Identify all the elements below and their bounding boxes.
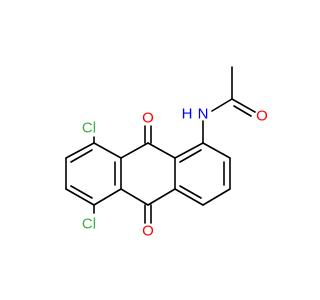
bond-right-ring-3 xyxy=(202,188,231,206)
chlorine-top-label: Cl xyxy=(82,120,96,137)
bond-middle-ring-bottom-right xyxy=(147,188,176,206)
bond-carbonyl-oxygen xyxy=(231,98,256,113)
bond-left-ring-5 xyxy=(65,188,95,206)
oxygen-top-label: O xyxy=(142,110,154,127)
atom-labels: Cl Cl O O O N H xyxy=(82,106,268,240)
bonds xyxy=(65,66,256,224)
chlorine-bottom-label: Cl xyxy=(82,216,96,233)
bond-right-ring-4 xyxy=(174,188,204,206)
oxygen-amide-label: O xyxy=(256,108,268,125)
bond-left-ring-2 xyxy=(93,142,122,159)
bond-left-ring-3-double xyxy=(70,149,93,163)
bond-carbonyl-nitrogen xyxy=(211,98,233,112)
bond-right-ring-4-double xyxy=(179,185,202,199)
bond-middle-ring-top-right xyxy=(147,142,176,159)
bond-right-ring-6-double xyxy=(179,149,202,163)
bond-right-ring-1 xyxy=(202,142,231,159)
bond-middle-ring-top-left xyxy=(120,142,149,159)
bond-left-ring-5-double xyxy=(70,185,93,199)
bond-left-ring-6 xyxy=(93,188,122,206)
structure-diagram: Cl Cl O O O N H xyxy=(65,66,268,240)
nitrogen-label: N xyxy=(198,106,209,123)
bond-right-ring-6 xyxy=(174,142,204,159)
bond-middle-ring-bottom-left xyxy=(120,188,149,206)
oxygen-bottom-label: O xyxy=(142,223,154,240)
bond-carbonyl-oxygen-double xyxy=(233,105,252,117)
hydrogen-label: H xyxy=(182,106,193,123)
bond-left-ring-3 xyxy=(65,142,95,159)
